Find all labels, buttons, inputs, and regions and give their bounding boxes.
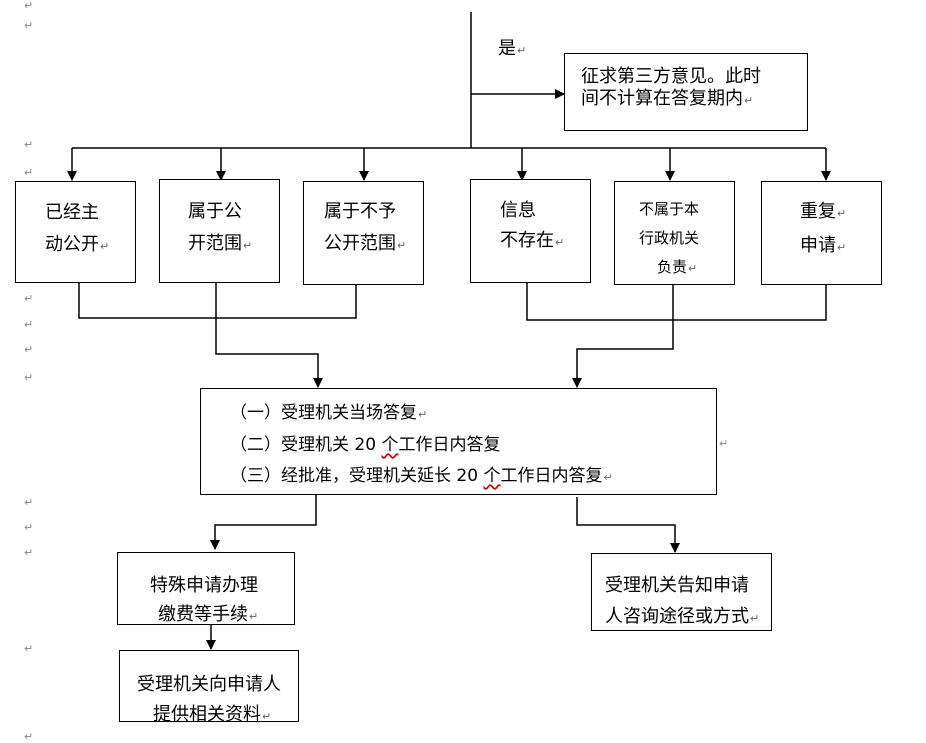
- node-third-party-text: 征求第三方意见。此时 间不计算在答复期内↵: [581, 66, 761, 109]
- node-already-public-text: 已经主 动公开↵: [45, 202, 110, 255]
- node-not-exist: [470, 179, 591, 283]
- reply-option-2: （二）受理机关 20 个工作日内答复: [230, 435, 501, 455]
- paragraph-mark: ↵: [24, 292, 34, 305]
- reply-option-3: （三）经批准，受理机关延长 20 个工作日内答复: [230, 466, 603, 486]
- node-provide-materials: [119, 650, 299, 722]
- paragraph-mark: ↵: [24, 642, 34, 655]
- node-third-party: [564, 53, 808, 131]
- merge-left-outer: [78, 283, 357, 319]
- reply-box-side-mark: ↵: [719, 437, 729, 450]
- node-in-scope-text: 属于公 开范围↵: [188, 201, 253, 254]
- paragraph-mark: ↵: [24, 496, 34, 509]
- node-already-public: [15, 181, 136, 283]
- arrow-to-notify: [576, 497, 680, 553]
- paragraph-mark: ↵: [24, 19, 34, 32]
- node-reply-options: [200, 388, 717, 495]
- node-reply-options-text: （一）受理机关当场答复↵ （二）受理机关 20 个工作日内答复 （三）经批准，受…: [230, 403, 613, 486]
- paragraph-mark: ↵: [24, 730, 34, 743]
- node-special-handling: [117, 552, 295, 625]
- paragraph-mark: ↵: [24, 521, 34, 534]
- paragraph-mark: ↵: [24, 166, 34, 179]
- paragraph-mark: ↵: [24, 318, 34, 331]
- node-repeat: [761, 181, 882, 285]
- merge-left-inner: [215, 283, 323, 388]
- node-not-public-text: 属于不予 公开范围↵: [324, 201, 407, 254]
- paragraph-mark: ↵: [24, 0, 34, 12]
- node-repeat-text: 重复↵ 申请↵: [800, 201, 847, 256]
- node-not-exist-text: 信息 不存在↵: [500, 200, 565, 251]
- node-notify-consult-text: 受理机关告知申请 人咨询途径或方式↵: [605, 575, 760, 627]
- yes-label: 是↵: [498, 38, 527, 59]
- node-not-this-org-text: 不属于本 行政机关 负责↵: [639, 200, 700, 276]
- paragraph-mark: ↵: [24, 546, 34, 559]
- node-notify-consult: [591, 553, 772, 631]
- node-special-handling-text: 特殊申请办理 缴费等手续↵: [150, 575, 259, 625]
- arrow-to-special: [210, 494, 317, 550]
- node-not-public: [303, 181, 424, 285]
- merge-right-inner: [572, 285, 674, 388]
- node-in-scope: [159, 179, 280, 283]
- node-provide-materials-text: 受理机关向申请人 提供相关资料↵: [137, 674, 281, 725]
- paragraph-mark: ↵: [24, 138, 34, 151]
- paragraph-mark: ↵: [24, 371, 34, 384]
- paragraph-mark: ↵: [24, 343, 34, 356]
- reply-option-1: （一）受理机关当场答复: [230, 403, 417, 423]
- merge-right-outer: [526, 283, 827, 321]
- node-not-this-org: [614, 181, 735, 285]
